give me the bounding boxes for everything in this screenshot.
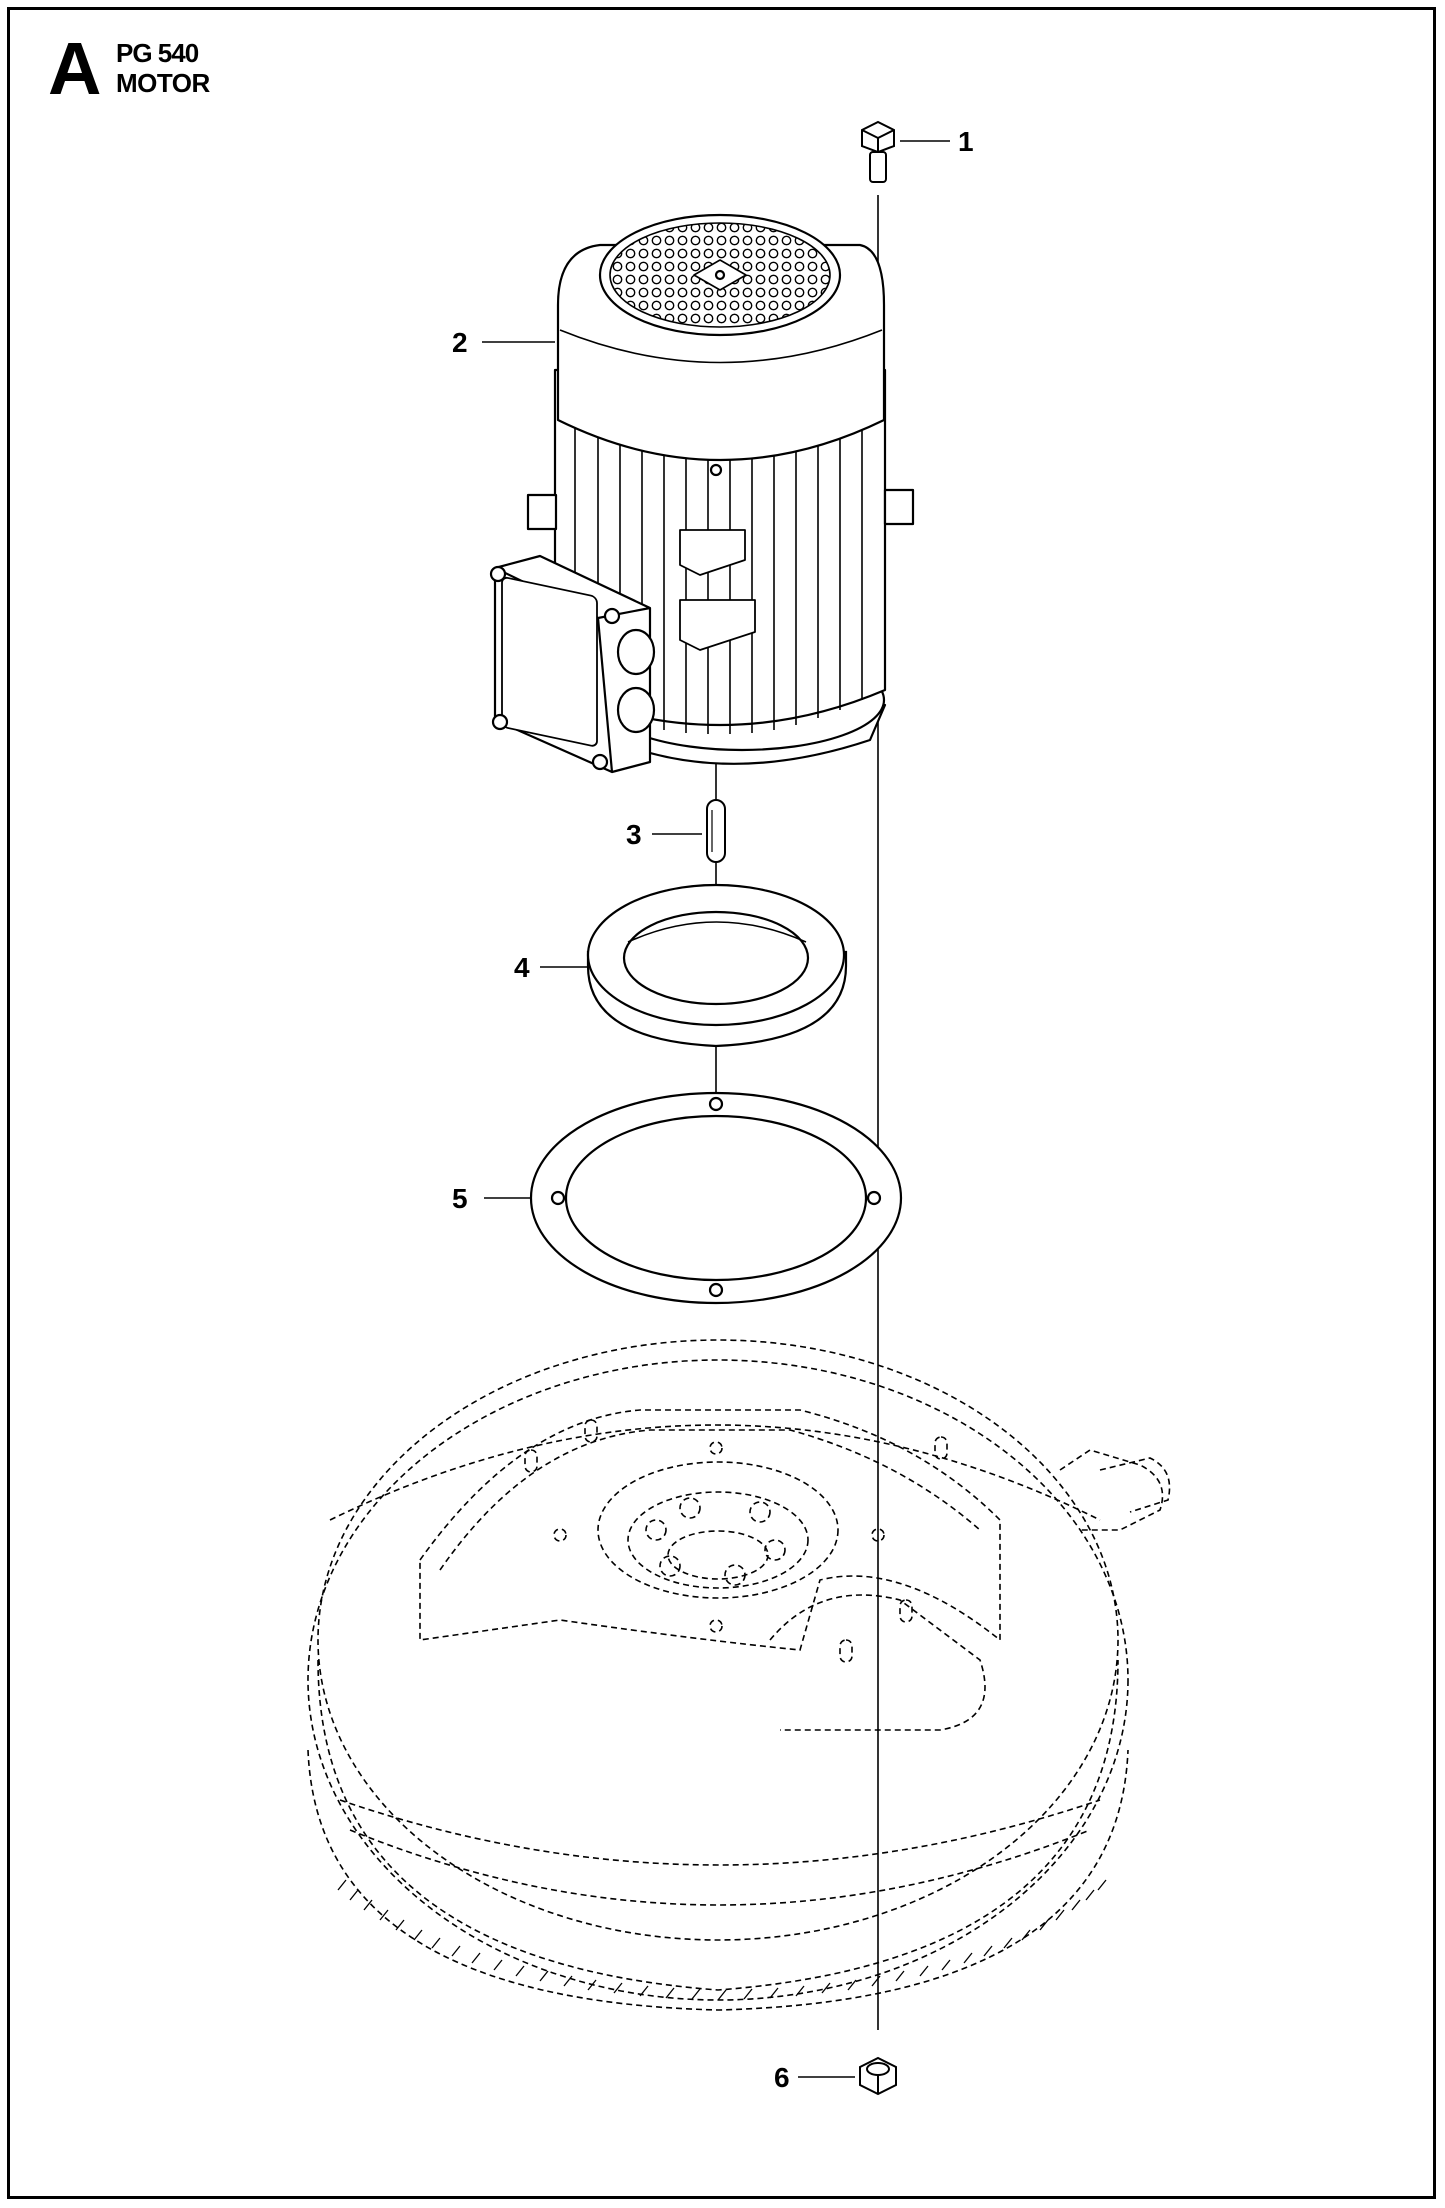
callout-1: 1 (958, 126, 974, 157)
callout-numbers: 1 2 3 4 5 6 (452, 126, 974, 2093)
part-gasket (529, 1091, 903, 1305)
callout-2: 2 (452, 327, 468, 358)
callout-3: 3 (626, 819, 642, 850)
callout-leaders (482, 140, 950, 2078)
grinder-housing-phantom (307, 1339, 1171, 2011)
title-block: PG 540 MOTOR (116, 38, 210, 98)
ring-gear-teeth (337, 1879, 1107, 2001)
part-shaft-key (706, 799, 726, 863)
callout-4: 4 (514, 952, 530, 983)
section-letter: A (48, 27, 101, 110)
callout-6: 6 (774, 2062, 790, 2093)
page-title: MOTOR (116, 68, 210, 98)
part-spacer-ring (586, 883, 848, 1048)
part-motor (489, 213, 915, 774)
callout-5: 5 (452, 1183, 468, 1214)
part-nut (859, 2056, 897, 2096)
model-name: PG 540 (116, 38, 199, 68)
part-bolt (861, 120, 895, 183)
